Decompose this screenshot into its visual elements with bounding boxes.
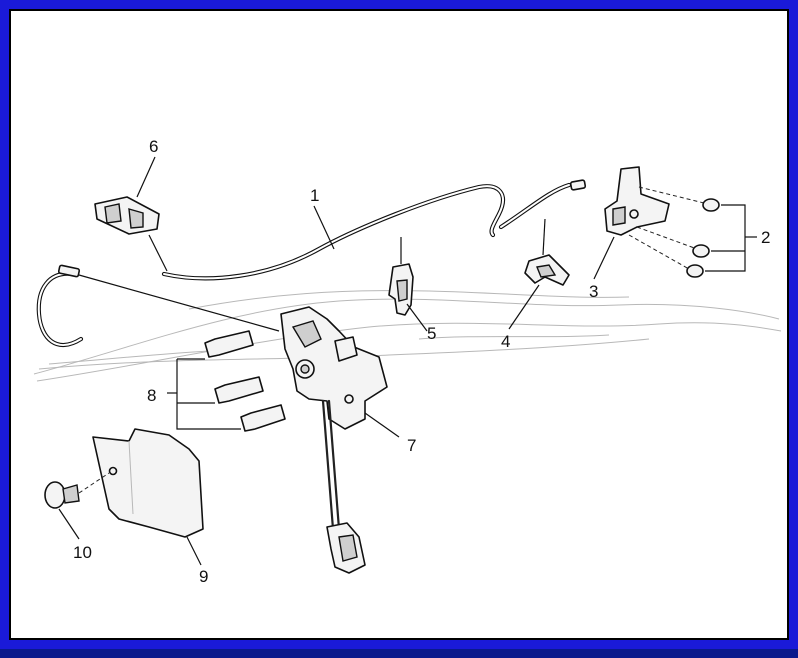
shield-push-pin <box>44 472 110 540</box>
release-handle <box>593 166 705 280</box>
cable-clip <box>94 156 168 272</box>
latch-bolts <box>167 330 286 432</box>
release-cable <box>36 179 587 347</box>
callout-10: 10 <box>73 543 92 562</box>
parts-diagram: 1 2 3 4 5 6 7 8 9 10 <box>33 137 782 586</box>
callout-6: 6 <box>149 137 158 156</box>
latch-shield <box>92 428 204 566</box>
callout-2: 2 <box>761 228 770 247</box>
handle-fasteners <box>686 198 757 278</box>
background-sketch <box>33 290 782 382</box>
callout-5: 5 <box>427 324 436 343</box>
callout-7: 7 <box>407 436 416 455</box>
callout-labels: 1 2 3 4 5 6 7 8 9 10 <box>73 137 770 586</box>
callout-3: 3 <box>589 282 598 301</box>
callout-9: 9 <box>199 567 208 586</box>
callout-4: 4 <box>501 332 510 351</box>
cable-retainer <box>508 218 570 330</box>
cable-guide <box>388 237 428 332</box>
callout-1: 1 <box>310 186 319 205</box>
callout-8: 8 <box>147 386 156 405</box>
hood-latch <box>280 306 400 574</box>
